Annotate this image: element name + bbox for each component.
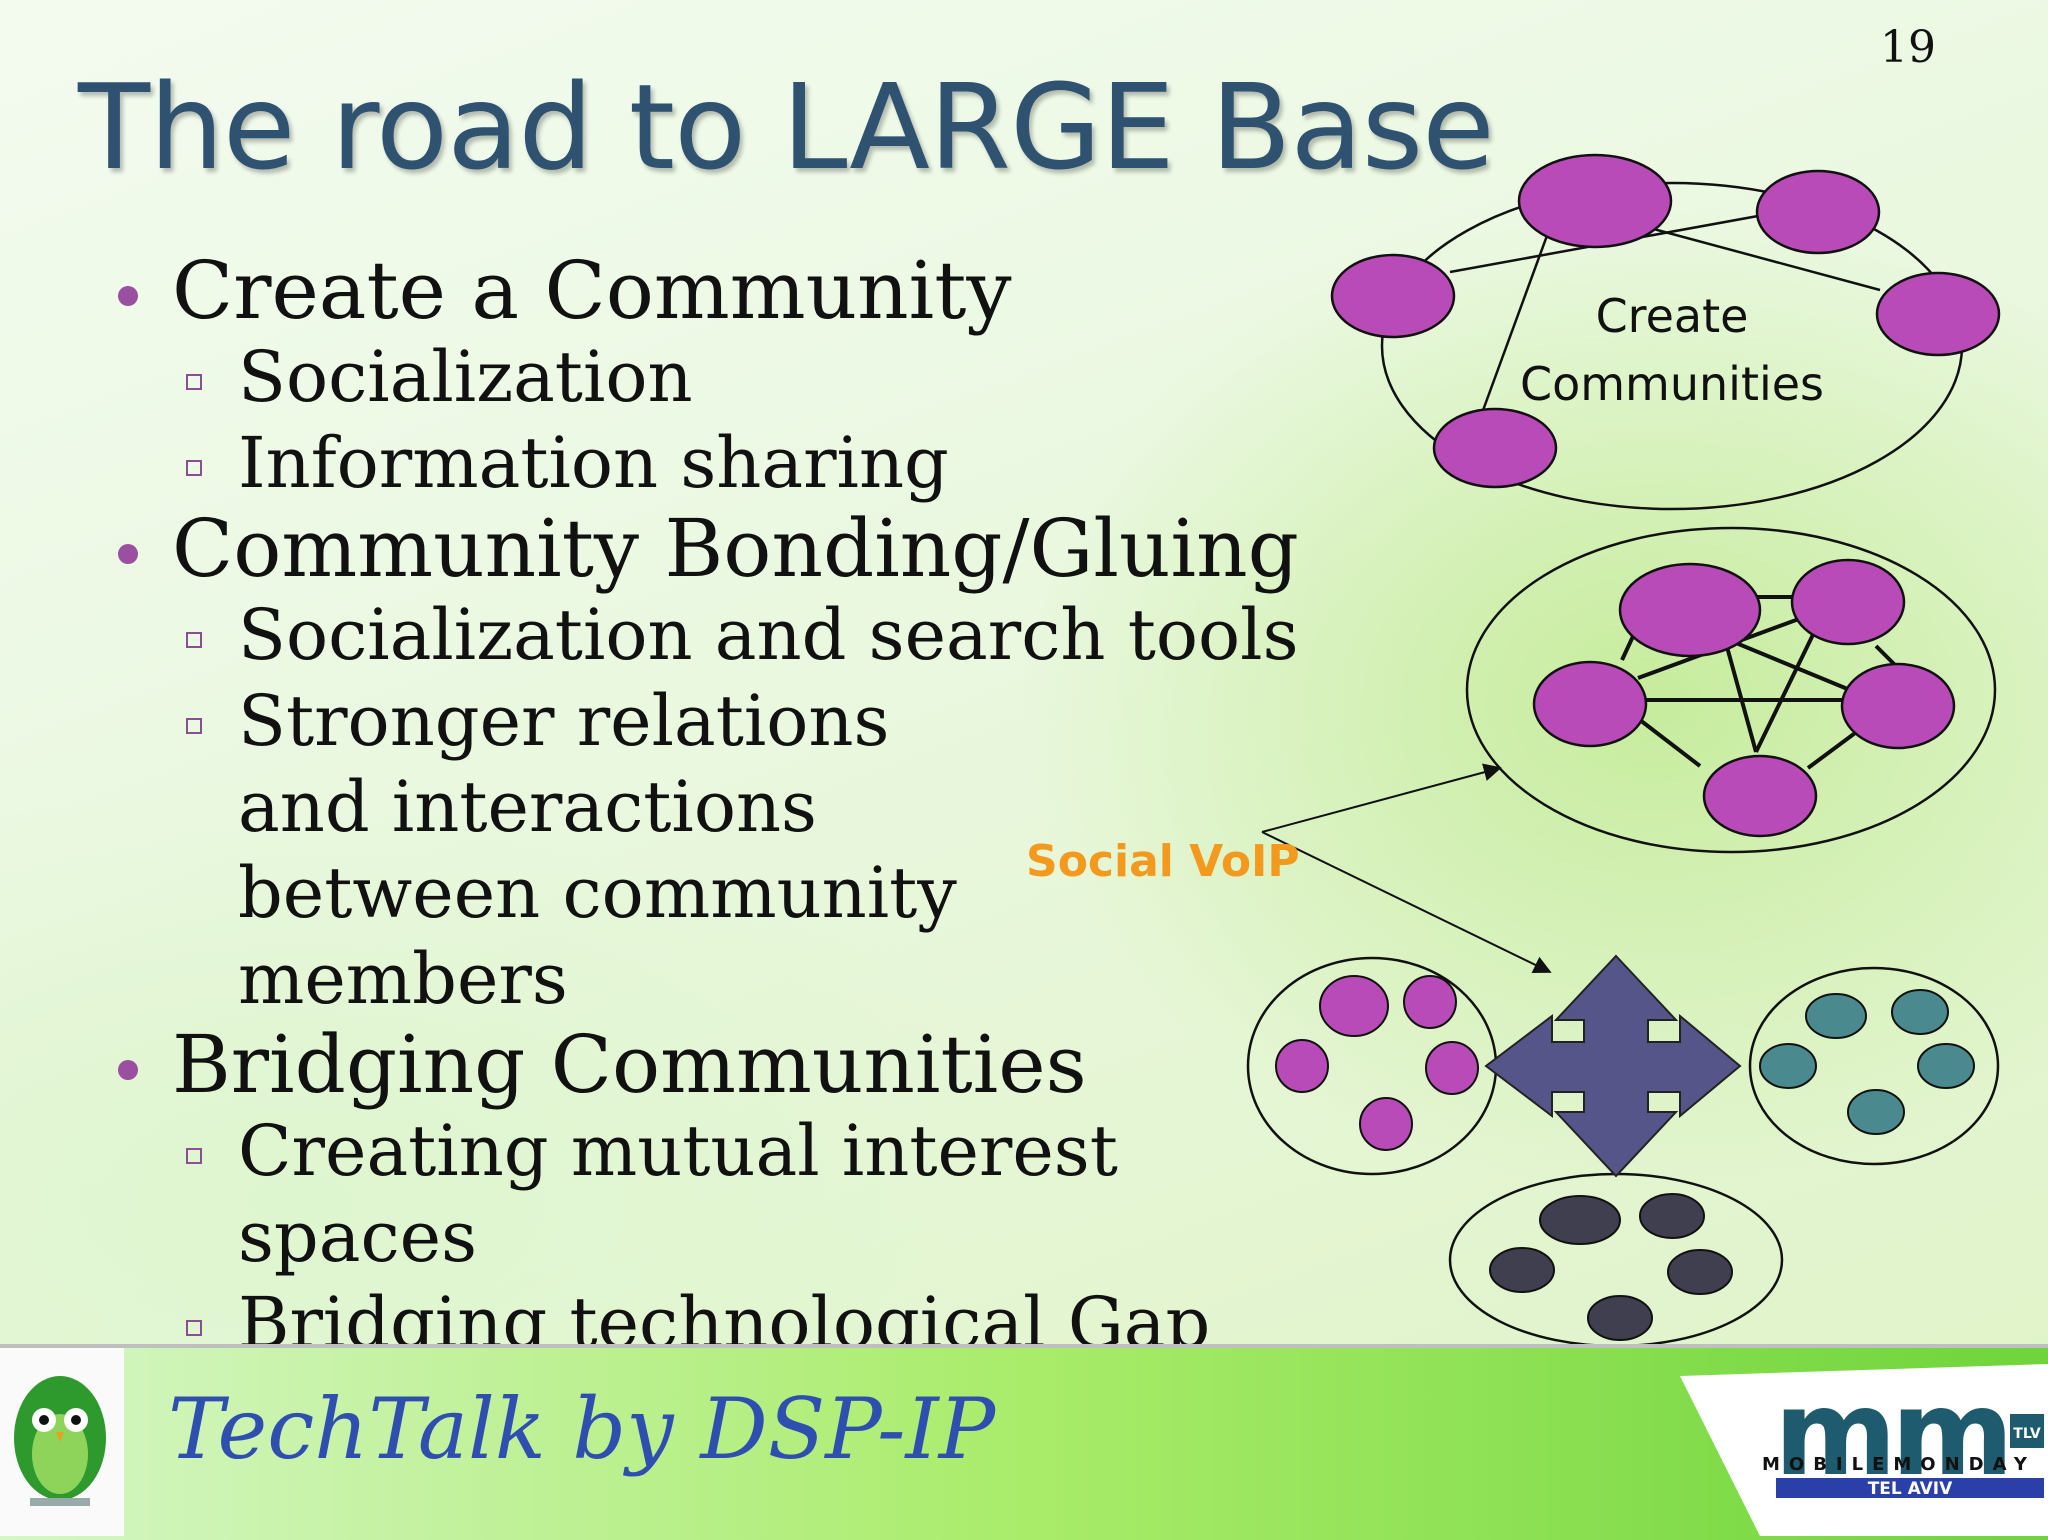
connection-line [1638,718,1702,768]
social-voip-label: Social VoIP [1026,836,1300,887]
bullet-list: Create a Community Socialization Informa… [110,248,1300,1366]
member-node [1847,1089,1905,1135]
square-bullet-icon [186,460,202,476]
member-node [1755,169,1881,255]
square-bullet-icon [186,374,202,390]
create-communities-label: Create [1596,289,1749,343]
member-node [1539,1195,1621,1245]
social-voip-pointer: Social VoIP [1026,763,1552,974]
square-bullet-icon [186,632,202,648]
subbullet-mutual-interest: Creating mutual interest spaces [110,1108,1300,1280]
member-node [1359,1097,1413,1151]
subbullet-information-sharing: Information sharing [110,420,1300,506]
member-node [1805,993,1867,1039]
member-node [1330,253,1456,339]
member-node [1319,975,1389,1037]
bridging-communities-group [1246,954,2000,1348]
member-node [1667,1249,1733,1295]
connection-line [1722,635,1758,753]
slide-number: 19 [1880,22,1936,73]
subbullet-stronger-relations: Stronger relations and interactions betw… [110,678,998,1022]
member-node [1639,1193,1705,1239]
bullet-bridging-communities: Bridging Communities [110,1022,1300,1108]
member-node [1432,407,1558,489]
member-node [1917,1043,1975,1089]
four-way-arrow-icon [1484,954,1742,1178]
member-node [1517,153,1673,249]
member-node [1618,562,1762,658]
member-node [1790,558,1906,646]
member-node [1759,1043,1817,1089]
connection-line [1649,226,1881,292]
bullet-community-bonding: Community Bonding/Gluing [110,506,1300,592]
square-bullet-icon [186,1148,202,1164]
member-node [1489,1247,1555,1293]
connection-line [1476,221,1554,425]
slide-title: The road to LARGE Base [78,58,1495,196]
bullet-dot-icon [118,286,138,306]
member-node [1587,1295,1653,1341]
footer-title: TechTalk by DSP-IP [168,1380,996,1478]
bullet-dot-icon [118,544,138,564]
member-node [1840,662,1956,750]
logo-badge: TLV [2013,1426,2041,1442]
member-node [1425,1041,1479,1095]
logo-line2: TEL AVIV [1868,1479,1953,1499]
voip-arrow [1261,763,1502,833]
member-node [1275,1039,1329,1093]
owl-mascot-panel [0,1348,124,1536]
member-node [1891,989,1949,1035]
community-boundary-teal [1748,966,2000,1166]
bonded-community-group [1465,526,1997,854]
subbullet-socialization-tools: Socialization and search tools [110,592,1300,678]
bullet-dot-icon [118,1060,138,1080]
logo-line1: MOBILEMONDAY [1762,1454,2036,1475]
square-bullet-icon [186,1320,202,1336]
create-communities-label: Communities [1520,357,1824,411]
member-node [1875,271,2001,357]
member-node [1702,754,1818,838]
member-node [1403,975,1457,1029]
voip-arrow [1261,831,1552,974]
member-node [1532,660,1648,748]
bullet-create-community: Create a Community [110,248,1300,334]
create-communities-group: Create Communities [1330,153,2001,511]
connection-line [1874,644,1898,668]
community-boundary [1465,526,1997,854]
subbullet-socialization: Socialization [110,334,1300,420]
square-bullet-icon [186,718,202,734]
mobilemonday-logo: mm TLV MOBILEMONDAY TEL AVIV [1680,1364,2048,1536]
owl-mascot-icon [14,1376,106,1506]
